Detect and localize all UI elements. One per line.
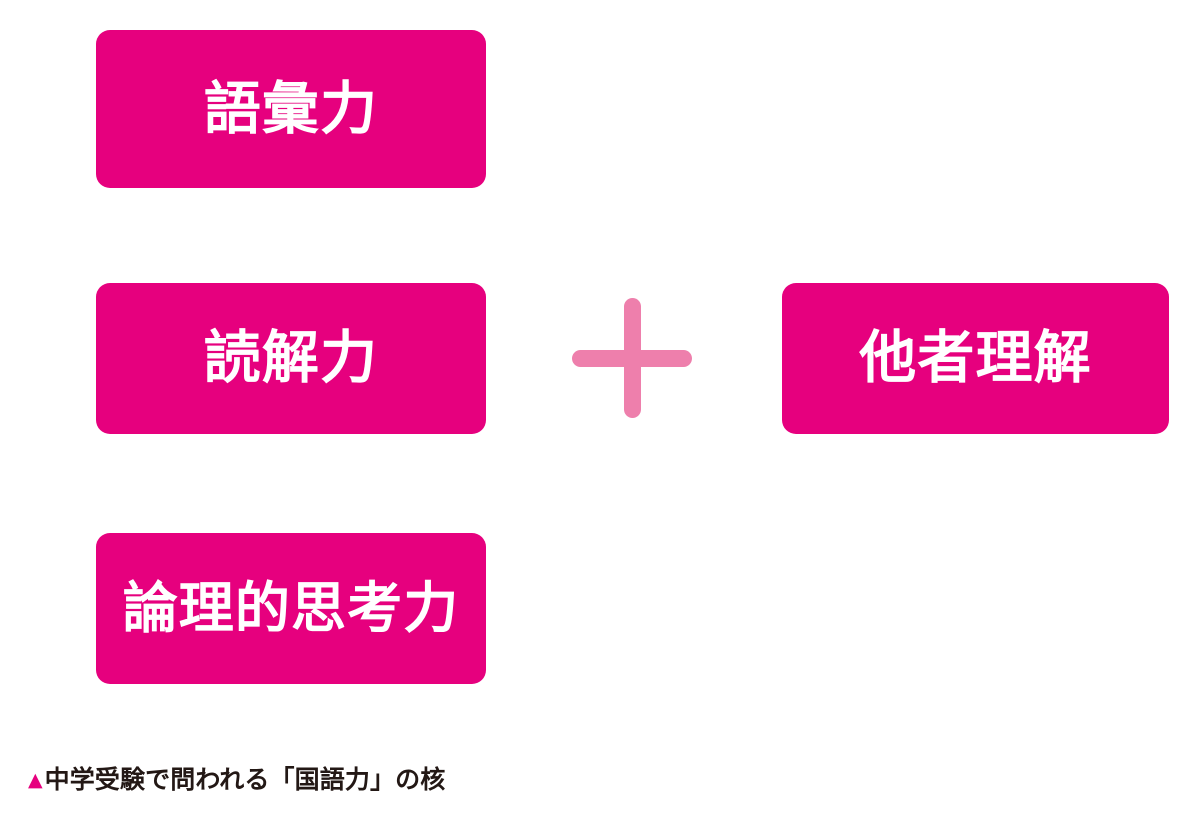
caption-text: 中学受験で問われる「国語力」の核 (44, 764, 446, 794)
concept-box-reading: 読解力 (96, 283, 486, 434)
concept-box-vocabulary-label: 語彙力 (203, 75, 379, 142)
concept-box-logic: 論理的思考力 (96, 533, 486, 684)
concept-box-empathy-label: 他者理解 (859, 325, 1092, 391)
concept-box-logic-label: 論理的思考力 (122, 576, 460, 640)
triangle-marker-icon: ▲ (28, 768, 43, 791)
concept-box-empathy: 他者理解 (782, 283, 1169, 434)
plus-icon (572, 298, 692, 418)
concept-box-reading-label: 読解力 (203, 325, 379, 391)
plus-icon-vertical-bar (624, 298, 641, 418)
caption: ▲ 中学受験で問われる「国語力」の核 (28, 762, 445, 796)
concept-box-vocabulary: 語彙力 (96, 30, 486, 188)
